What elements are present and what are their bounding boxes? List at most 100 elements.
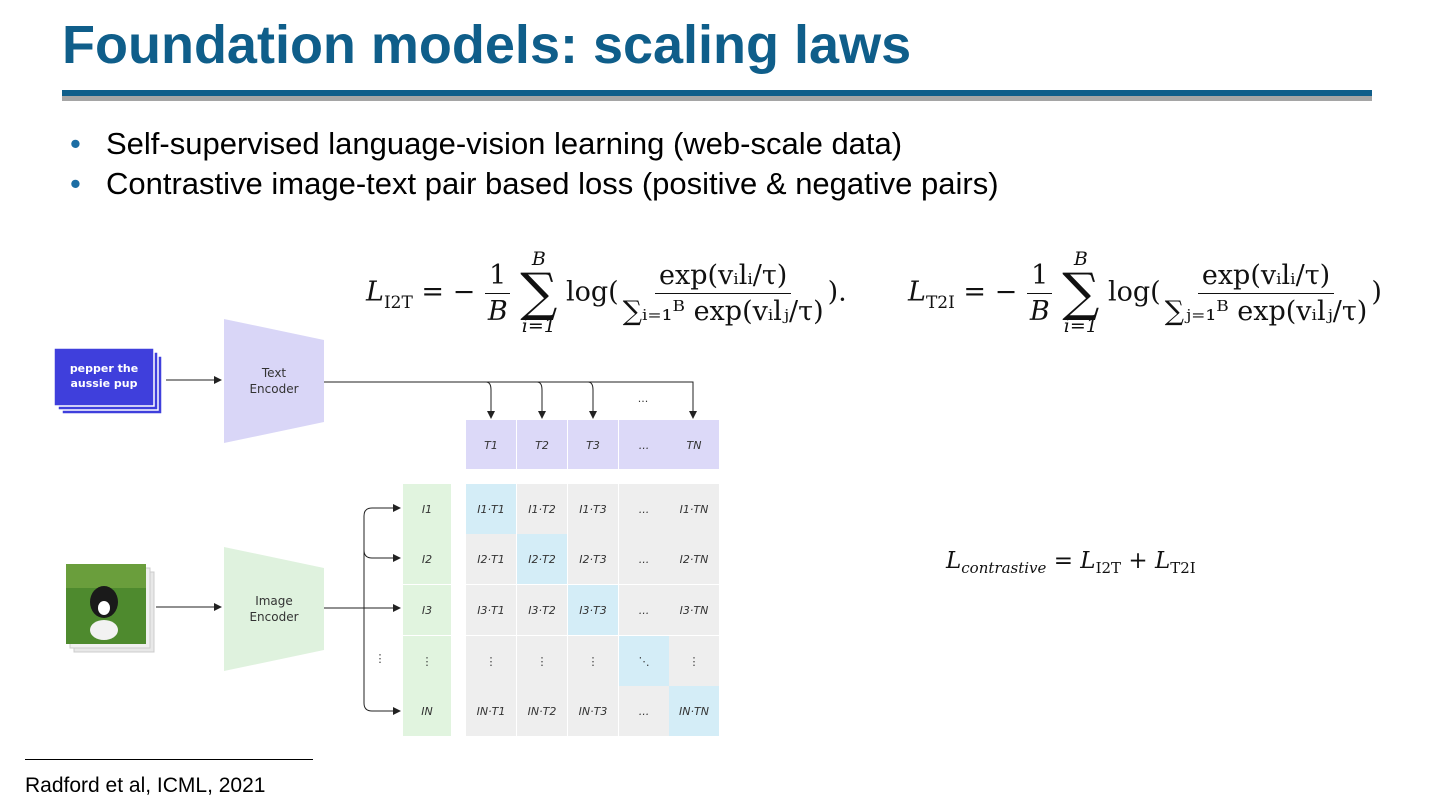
image-header-label: ⋮ [422,655,433,668]
formula-fraction: exp(vᵢlᵢ/τ)∑ᵢ₌₁ᴮ exp(vᵢlⱼ/τ) [619,260,828,327]
matrix-cell [669,636,719,686]
text-output-arrows [324,381,697,419]
bullet-dot-icon: • [70,126,81,161]
coef-denominator: B [1029,295,1050,327]
text-encoder-label-2: Encoder [249,382,298,396]
matrix-cell-diagonal [568,585,618,635]
matrix-cell-label: ... [639,705,650,718]
sigma-icon: ∑ [1062,263,1100,323]
text-encoder-label-1: Text [261,366,287,380]
formula-fraction: exp(vᵢlᵢ/τ)∑ⱼ₌₁ᴮ exp(vᵢlⱼ/τ) [1161,260,1372,327]
formula-lhs: L [908,276,926,308]
formula-close: ) [1371,276,1382,308]
matrix-cell [619,686,669,736]
matrix-cell-label: I2·T1 [477,553,504,566]
text-card-stack: pepper the aussie pup [53,347,163,415]
fraction-denominator: ∑ⱼ₌₁ᴮ exp(vᵢlⱼ/τ) [1164,295,1368,327]
image-header-label: I3 [422,604,432,617]
text-header-label: ... [639,439,650,452]
matrix-cell-label: I3·T3 [579,604,606,617]
bullet-item: • Contrastive image-text pair based loss … [70,164,999,204]
bullet-item: •Self-supervised language-vision learnin… [70,124,999,164]
matrix-cell-label: IN·T3 [579,705,608,718]
image-encoder [224,547,324,671]
image-encoder-label-1: Image [255,594,293,608]
image-header-cell [403,686,451,736]
matrix-cell [466,636,516,686]
image-header-label: I2 [422,553,432,566]
text-card-line-2: aussie pup [71,377,138,390]
sum-upper: B [1073,248,1088,270]
sum-upper: B [531,248,546,270]
matrix-cell-label: ⋮ [486,655,497,668]
formula-lhs-subscript: I2T [383,292,413,313]
image-output-arrows [324,504,401,715]
image-header-cell [403,585,451,635]
image-stack [66,564,155,653]
matrix-cell-label: I3·TN [680,604,709,617]
text-header-label: T3 [586,439,600,452]
matrix-cell-label: ⋮ [689,655,700,668]
matrix-cell [669,585,719,635]
formula-lhs: L [366,276,384,308]
text-header-cell [619,420,669,469]
matrix-cell [568,636,618,686]
top-ellipsis: ... [638,392,649,405]
formula-rhs: = L [1053,548,1096,574]
matrix-cell-label: I1·T3 [579,503,606,516]
image-header-label: I1 [422,503,432,516]
matrix-cell [466,686,516,736]
matrix-cell-diagonal [669,686,719,736]
matrix-cell [669,484,719,534]
matrix-cell-label: ... [639,503,650,516]
matrix-cell-label: I3·T2 [528,604,555,617]
slide-title: Foundation models: scaling laws [62,15,912,75]
bullet-dot-icon: • [70,166,81,201]
footnote-divider [25,759,313,760]
formula-sign: = − [421,276,476,308]
text-header-label: T1 [484,439,498,452]
matrix-cell [466,585,516,635]
text-header-label: T2 [535,439,549,452]
sigma-icon: ∑ [520,263,558,323]
image-header-cell [403,534,451,584]
clip-diagram: pepper the aussie pup Text Encoder Image… [53,319,719,736]
fraction-numerator: exp(vᵢlᵢ/τ) [1197,260,1335,294]
matrix-cell-label: ⋮ [537,655,548,668]
matrix-cell-label: ⋮ [588,655,599,668]
fraction-denominator: ∑ᵢ₌₁ᴮ exp(vᵢlⱼ/τ) [622,295,824,327]
formula-log: log( [1108,276,1161,308]
bullet-list: •Self-supervised language-vision learnin… [70,124,999,204]
coef-numerator: 1 [1027,260,1053,294]
matrix-cell [517,585,567,635]
matrix-cell-label: I1·T1 [477,503,504,516]
bullet-text: Contrastive image-text pair based loss (… [106,166,999,201]
sum-operator: B∑i=1 [1062,250,1099,336]
title-underline-blue [62,90,1372,96]
matrix-cell [619,534,669,584]
fraction-numerator: exp(vᵢlᵢ/τ) [655,260,792,294]
text-header-cell [517,420,567,469]
formula-rhs-subscript-2: T2I [1170,559,1196,577]
matrix-cell-label: I3·T1 [477,604,504,617]
matrix-cell [517,484,567,534]
matrix-cell-diagonal [466,484,516,534]
footnote-citation: Radford et al, ICML, 2021 [25,774,266,797]
sum-operator: B∑i=1 [520,250,557,336]
matrix-cell [568,484,618,534]
image-header-cell [403,636,451,686]
matrix-cell [466,534,516,584]
formula-sign: = − [963,276,1018,308]
matrix-cell [517,686,567,736]
sum-lower: i=1 [1063,315,1098,337]
text-card-line-1: pepper the [70,362,138,375]
matrix-cell [619,484,669,534]
image-header-cell [403,484,451,534]
matrix-cell [669,534,719,584]
matrix-cell-label: IN·TN [679,705,709,718]
text-header-cell [669,420,719,469]
